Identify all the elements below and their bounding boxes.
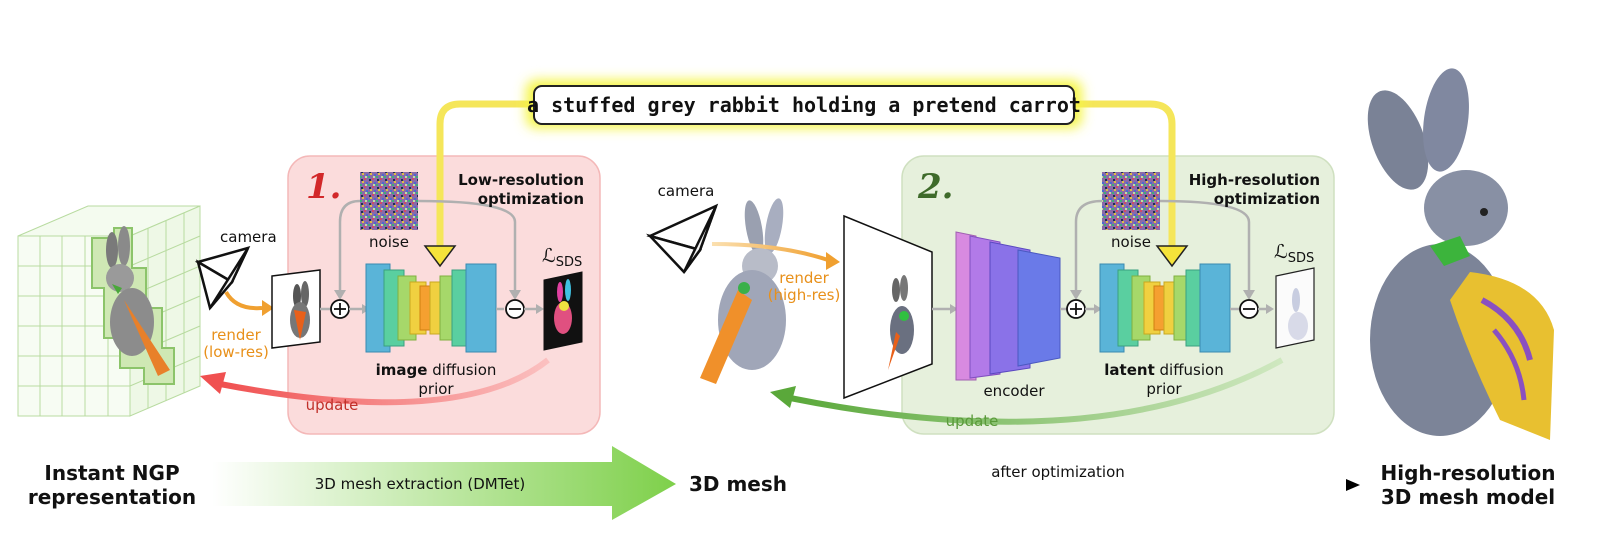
render1-arrow [224, 290, 263, 311]
stage1-title-line2: optimization [478, 190, 584, 208]
noise1-image [360, 172, 418, 230]
mesh-rabbit-image [700, 198, 786, 384]
stage2-prior-line2: prior [1146, 380, 1182, 398]
extraction-label: 3D mesh extraction (DMTet) [315, 475, 526, 493]
encoder-block [955, 231, 1061, 381]
ngp-label-line1: Instant NGP [44, 461, 179, 485]
render2-label-line1: render [779, 269, 829, 287]
noise1-label: noise [369, 233, 409, 251]
stage1-title-line1: Low-resolution [458, 171, 584, 189]
mesh-label: 3D mesh [689, 472, 787, 496]
render2-image [843, 214, 933, 400]
loss2-image [1275, 267, 1315, 349]
extraction-arrow [212, 446, 676, 520]
render1-image [271, 269, 321, 349]
update2-label: update [946, 412, 999, 430]
stage2-title-line2: optimization [1214, 190, 1320, 208]
encoder-label: encoder [983, 382, 1045, 400]
stage2-number: 2. [917, 167, 954, 207]
loss1-image [543, 271, 583, 351]
final-rabbit-image [1367, 68, 1554, 440]
stage1-prior-line1: image diffusion [376, 361, 497, 379]
unet1 [365, 263, 497, 353]
final-label-line1: High-resolution [1380, 461, 1555, 485]
prompt-text: a stuffed grey rabbit holding a pretend … [527, 93, 1081, 117]
prompt-arrow-left [436, 100, 534, 248]
prompt-box [533, 85, 1075, 125]
prompt-arrowhead-right [1155, 245, 1189, 268]
unet2 [1099, 263, 1231, 353]
update2-arrow [789, 357, 1284, 425]
update1-label: update [306, 396, 359, 414]
render1-label-line2: (low-res) [203, 343, 269, 361]
loss1-label: ℒSDS [542, 245, 582, 270]
final-label-line2: 3D mesh model [1381, 485, 1555, 509]
stage1-number: 1. [306, 167, 342, 207]
noise2-label: noise [1111, 233, 1151, 251]
render2-label-line2: (high-res) [768, 286, 841, 304]
noise2-image [1102, 172, 1160, 230]
camera1-icon [194, 246, 251, 311]
stage1-prior-line2: prior [418, 380, 454, 398]
after-label: after optimization [991, 463, 1125, 481]
ngp-rabbit-image [91, 226, 175, 385]
stage2-prior-line1: latent diffusion [1104, 361, 1223, 379]
stage2-title-line1: High-resolution [1189, 171, 1320, 189]
camera1-label: camera [220, 228, 277, 246]
update1-arrow [219, 357, 550, 406]
camera-mid-label: camera [658, 182, 715, 200]
render2-arrow [711, 242, 829, 262]
prompt-arrow-right [1072, 100, 1176, 248]
loss2-label: ℒSDS [1274, 241, 1314, 266]
render1-label-line1: render [211, 326, 261, 344]
prompt-arrowhead-left [423, 245, 457, 268]
camera-mid-icon [645, 203, 719, 274]
ngp-label-line2: representation [28, 485, 196, 509]
